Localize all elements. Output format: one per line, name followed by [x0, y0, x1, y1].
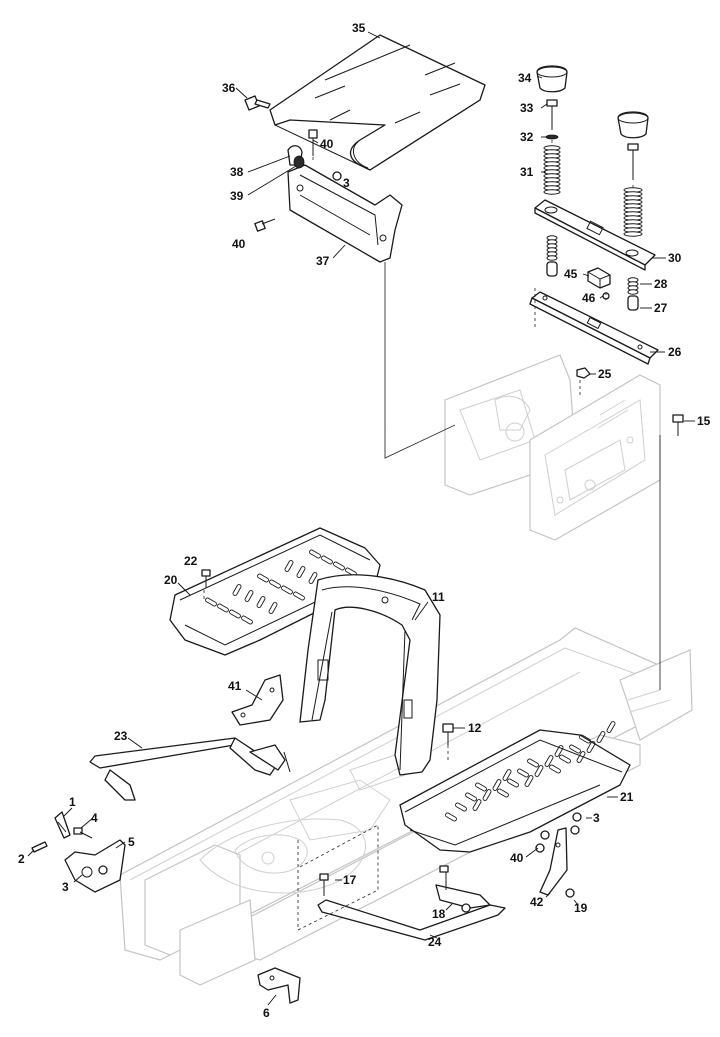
bolt-icon: [672, 414, 684, 436]
leader-lines: [27, 31, 695, 1006]
callout-21: 21: [620, 790, 634, 804]
callout-46: 46: [582, 291, 596, 305]
callout-22: 22: [184, 554, 198, 568]
callout-1: 1: [69, 795, 76, 809]
pivot-bracket: [64, 839, 126, 893]
callout-20: 20: [164, 573, 178, 587]
callout-12: 12: [468, 721, 482, 735]
bolt-icon: [627, 143, 639, 180]
callout-11: 11: [432, 590, 445, 604]
bolt-icon: [546, 99, 558, 130]
seat-bracket: [287, 164, 403, 263]
callout-27: 27: [654, 301, 668, 315]
callout-5: 5: [128, 835, 135, 849]
callout-19: 19: [574, 901, 588, 915]
spring-icon: [543, 145, 561, 195]
callout-34: 34: [518, 71, 532, 85]
bolt-icon: [244, 95, 271, 111]
nut-icon: [565, 888, 575, 898]
callout-4: 4: [91, 811, 98, 825]
seat-rail: [529, 291, 659, 365]
clip-icon: [54, 811, 71, 839]
suspension-plate: [534, 199, 656, 271]
seat-pan: [269, 34, 486, 171]
callout-15: 15: [697, 414, 711, 428]
callout-33: 33: [520, 101, 534, 115]
bolt-icon: [254, 218, 276, 232]
callout-25: 25: [598, 367, 612, 381]
bushing-icon: [546, 261, 558, 277]
nut-icon: [332, 171, 342, 181]
callout-36: 36: [222, 81, 236, 95]
callout-2: 2: [18, 852, 25, 866]
mount-bracket: [257, 967, 301, 1004]
bushing-icon: [627, 295, 639, 311]
adjuster-knob: [287, 145, 305, 169]
left-footplate: [169, 527, 381, 656]
nut-icon: [535, 812, 582, 853]
callout-42: 42: [530, 895, 544, 909]
callout-39: 39: [230, 189, 244, 203]
callout-45: 45: [564, 267, 578, 281]
right-footplate: [399, 721, 631, 853]
callout-3: 3: [343, 176, 350, 190]
spring-icon: [623, 187, 643, 237]
callout-40: 40: [232, 237, 246, 251]
callout-28: 28: [654, 277, 668, 291]
bolt-icon: [73, 827, 93, 839]
callout-18: 18: [432, 907, 446, 921]
callout-31: 31: [520, 165, 534, 179]
callout-40: 40: [510, 851, 524, 865]
linkage-rod: [317, 865, 506, 941]
washer-icon: [545, 134, 559, 140]
knob-icon: [536, 65, 568, 93]
callout-23: 23: [114, 729, 128, 743]
callout-32: 32: [520, 130, 534, 144]
rubber-block: [587, 267, 611, 289]
mounting-bracket: [231, 674, 284, 726]
rear-panels: [444, 354, 661, 541]
assembly-lines: [203, 140, 661, 931]
callout-17: 17: [343, 873, 357, 887]
callout-26: 26: [668, 345, 682, 359]
callout-24: 24: [428, 935, 442, 949]
callout-37: 37: [316, 254, 330, 268]
callout-3: 3: [62, 880, 69, 894]
callout-38: 38: [230, 165, 244, 179]
seat-support-frame: [299, 574, 441, 776]
spring-icon: [546, 235, 558, 261]
callout-35: 35: [352, 21, 366, 35]
callout-40: 40: [320, 137, 334, 151]
linkage-rod: [89, 737, 291, 801]
callout-41: 41: [228, 679, 242, 693]
knob-icon: [617, 111, 649, 139]
screw-icon: [319, 873, 329, 896]
nut-icon: [576, 367, 591, 379]
callout-6: 6: [263, 1006, 270, 1020]
callout-3: 3: [593, 811, 600, 825]
callout-30: 30: [668, 251, 682, 265]
pin-icon: [31, 841, 48, 853]
callout-labels: 35 36 40 38 3 39 40 37 34 33 32 31 30 45…: [18, 21, 711, 1020]
screw-icon: [201, 569, 211, 588]
spring-icon: [627, 277, 639, 295]
